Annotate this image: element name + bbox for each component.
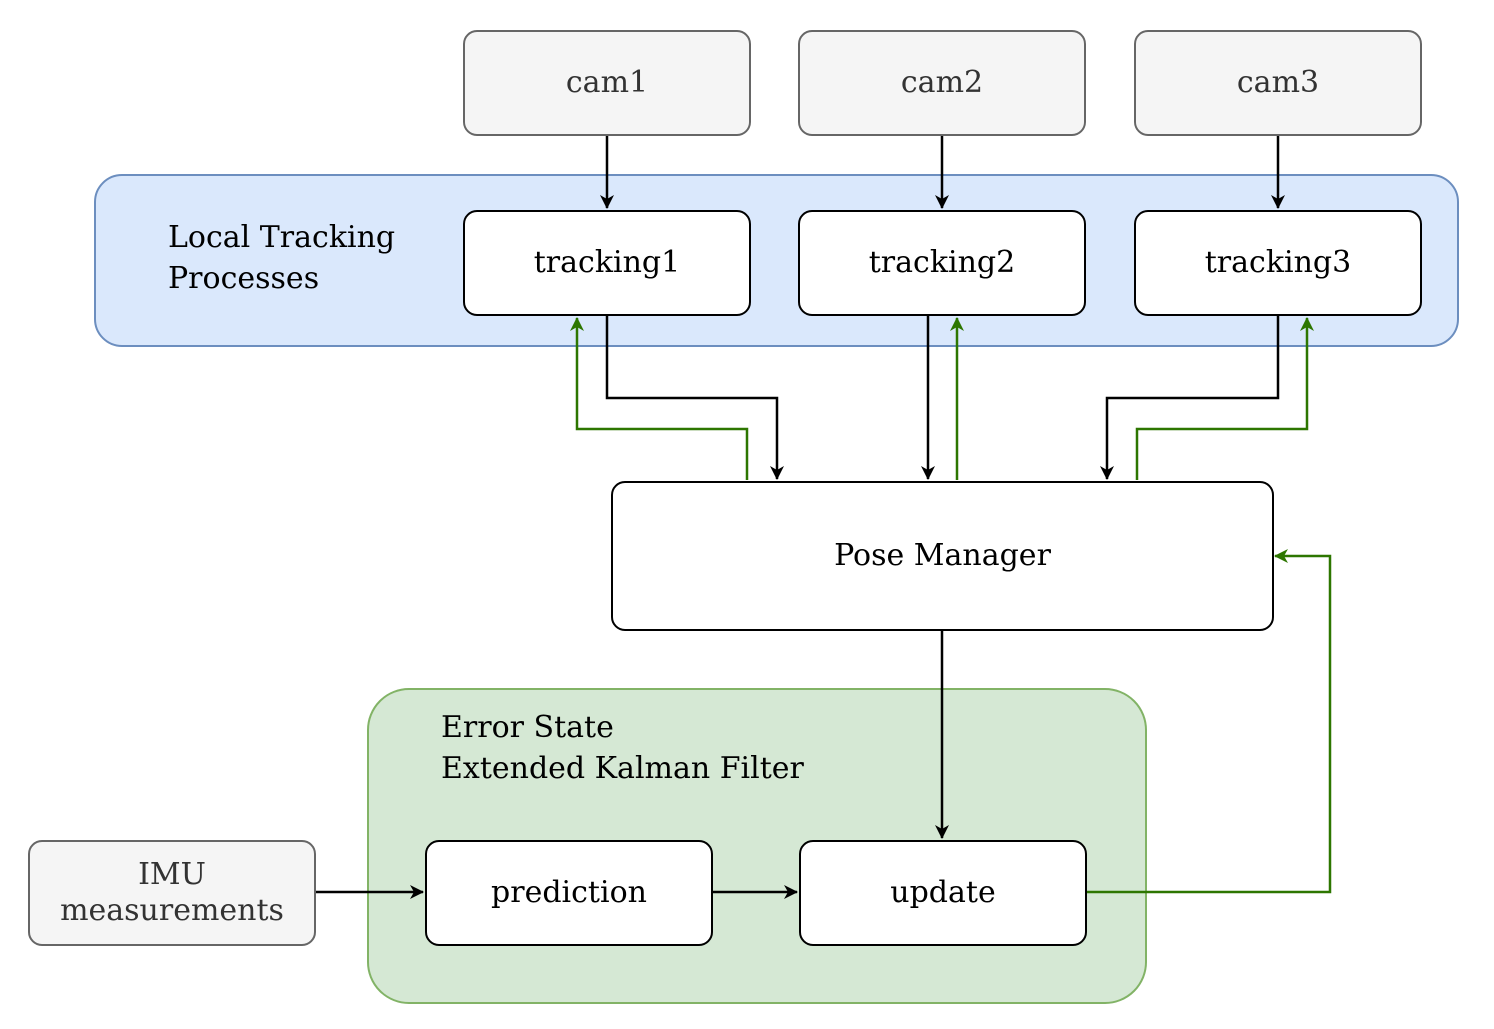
update-node[interactable]: update bbox=[799, 840, 1087, 946]
cam1-node[interactable]: cam1 bbox=[463, 30, 751, 136]
edge-update-pose-manager bbox=[1087, 549, 1332, 894]
edge-tracking1-pose-manager bbox=[605, 316, 784, 480]
cam2-node[interactable]: cam2 bbox=[798, 30, 1086, 136]
tracking1-node[interactable]: tracking1 bbox=[463, 210, 751, 316]
edge-tracking3-pose-manager bbox=[1100, 316, 1280, 480]
edge-pose-manager-tracking3 bbox=[1135, 317, 1314, 480]
pose-manager-node[interactable]: Pose Manager bbox=[611, 481, 1274, 631]
prediction-node[interactable]: prediction bbox=[425, 840, 713, 946]
local-tracking-group-label: Local Tracking Processes bbox=[168, 220, 396, 296]
edge-pose-manager-tracking1 bbox=[570, 317, 749, 480]
cam3-node[interactable]: cam3 bbox=[1134, 30, 1422, 136]
eskf-group-label: Error State Extended Kalman Filter bbox=[441, 710, 804, 786]
tracking2-node[interactable]: tracking2 bbox=[798, 210, 1086, 316]
tracking3-node[interactable]: tracking3 bbox=[1134, 210, 1422, 316]
imu-measurements-node[interactable]: IMU measurements bbox=[28, 840, 316, 946]
